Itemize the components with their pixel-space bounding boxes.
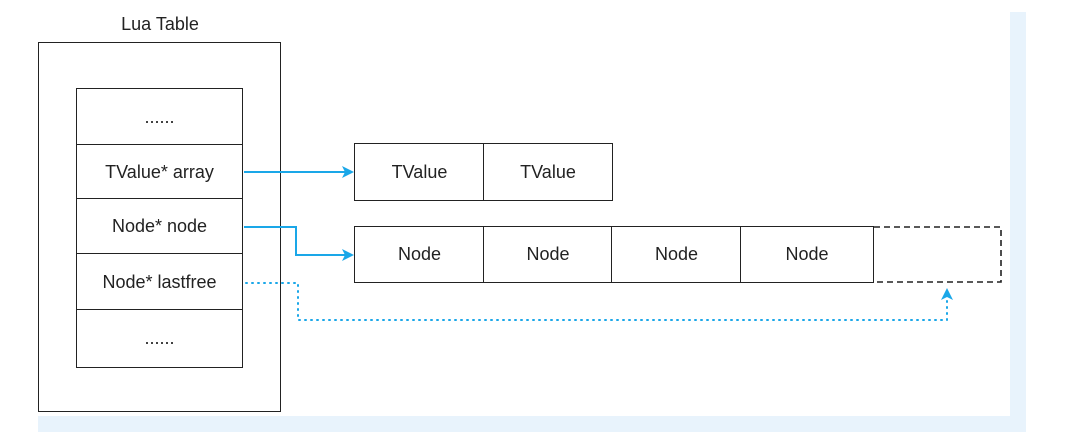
array-cell-1: TValue	[354, 143, 485, 201]
lua-table-title: Lua Table	[121, 14, 199, 34]
node-cell-1: Node	[354, 226, 485, 283]
field-lastfree: Node* lastfree	[76, 253, 243, 311]
array-cell-2: TValue	[483, 143, 613, 201]
field-node: Node* node	[76, 198, 243, 255]
field-tvalue-array: TValue* array	[76, 144, 243, 200]
node-cell-3: Node	[611, 226, 742, 283]
node-cell-4: Node	[740, 226, 874, 283]
node-free-slot	[874, 226, 1002, 283]
lastfree-pointer-arrow	[245, 282, 953, 321]
node-cell-2: Node	[483, 226, 613, 283]
node-pointer-arrow	[244, 226, 354, 261]
background-panel-right	[1010, 12, 1026, 432]
background-panel-bottom	[38, 416, 1026, 432]
field-ellipsis-bottom: ......	[76, 309, 243, 368]
field-ellipsis-top: ......	[76, 88, 243, 146]
